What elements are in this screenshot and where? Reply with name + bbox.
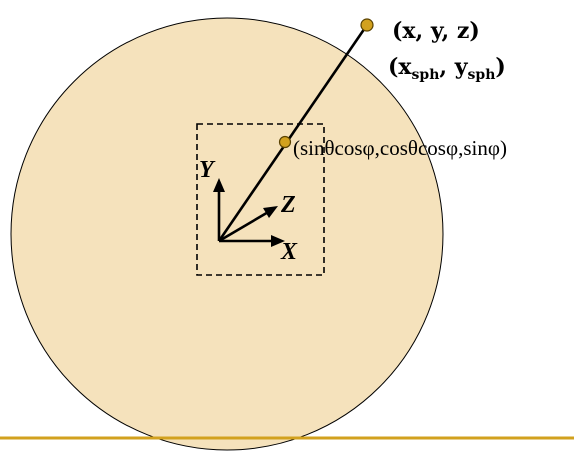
outer-point-marker (360, 18, 374, 32)
x-arrowhead-icon (271, 235, 285, 247)
sph-x: x (398, 54, 412, 80)
z-arrowhead-icon (263, 206, 278, 218)
outer-point-coords: (x, y, z) (392, 18, 480, 44)
projection-ray (217, 24, 369, 242)
z-axis-label: Z (281, 192, 296, 218)
y-axis-label: Y (199, 157, 214, 183)
axis-arrowheads (213, 178, 285, 247)
origin-dashed-box (196, 123, 325, 276)
z-axis-line (218, 209, 271, 243)
sphere-point-marker (278, 135, 292, 149)
outer-point-sph-label: (xsph, ysph) (388, 54, 506, 83)
x-axis-label: X (281, 239, 298, 265)
sph-y: y (454, 54, 468, 80)
outer-point-label: (x, y, z) (392, 18, 480, 44)
y-arrowhead-icon (213, 178, 225, 192)
sph-y-subscript: sph (467, 67, 496, 83)
unit-sphere (10, 17, 444, 451)
coordinate-axes (217, 186, 278, 243)
sph-x-subscript: sph (411, 67, 440, 83)
sphere-point-label: (sinθcosφ,cosθcosφ,sinφ) (293, 136, 507, 160)
